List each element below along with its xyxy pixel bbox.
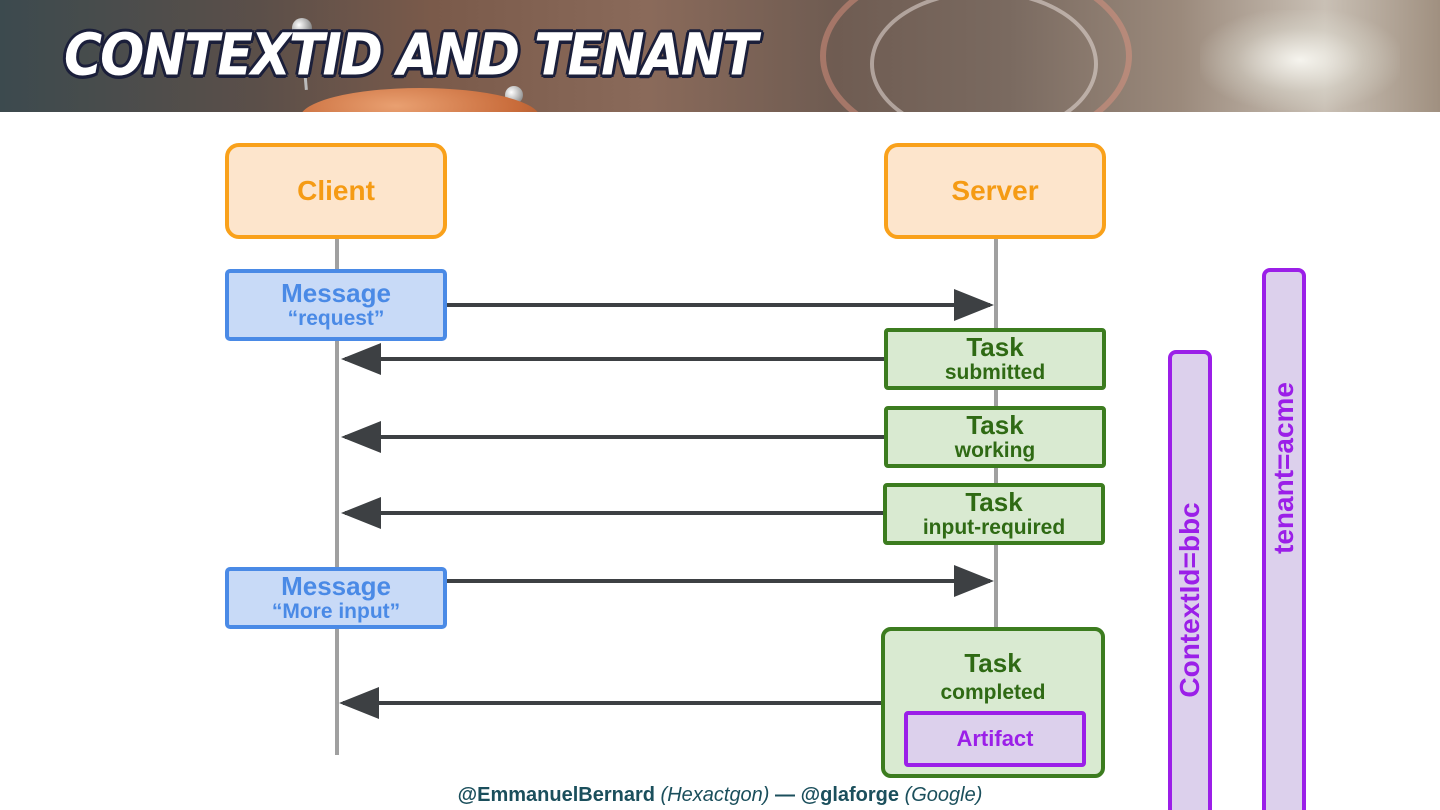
task-state: input-required bbox=[922, 516, 1066, 539]
task-completed: Task completed Artifact bbox=[881, 627, 1105, 778]
message-request: Message “request” bbox=[225, 269, 447, 341]
task-title: Task bbox=[966, 332, 1024, 362]
footer-author: @glaforge bbox=[800, 784, 899, 806]
task-input-required: Task input-required bbox=[883, 483, 1105, 545]
task-title: Task bbox=[964, 648, 1022, 678]
server-label: Server bbox=[951, 175, 1039, 206]
server-participant: Server bbox=[884, 143, 1106, 239]
task-working: Task working bbox=[884, 406, 1106, 468]
header-cable bbox=[820, 0, 1132, 112]
message-body: “request” bbox=[287, 307, 385, 330]
slide-title: ContextId and Tenant bbox=[64, 22, 758, 90]
context-scope-label: ContextId=bbc bbox=[1174, 502, 1205, 698]
task-state: completed bbox=[940, 681, 1046, 704]
footer-org: (Hexactgon) bbox=[660, 784, 770, 806]
client-participant: Client bbox=[225, 143, 447, 239]
header-window-light bbox=[1200, 10, 1400, 110]
task-state: submitted bbox=[944, 361, 1046, 384]
footer-author: @EmmanuelBernard bbox=[457, 784, 655, 806]
task-title: Task bbox=[966, 410, 1024, 440]
artifact-box: Artifact bbox=[904, 711, 1086, 767]
footer-org: (Google) bbox=[904, 784, 983, 806]
tenant-scope-bar: tenant=acme bbox=[1262, 268, 1306, 810]
message-title: Message bbox=[281, 571, 391, 601]
task-state: working bbox=[954, 439, 1036, 462]
footer-separator: — bbox=[775, 784, 796, 806]
header-cable bbox=[870, 0, 1098, 112]
client-label: Client bbox=[297, 175, 375, 206]
message-title: Message bbox=[281, 278, 391, 308]
tenant-scope-label: tenant=acme bbox=[1268, 382, 1299, 554]
message-body: “More input” bbox=[271, 600, 401, 623]
task-title: Task bbox=[965, 487, 1023, 517]
footer-credits: @EmmanuelBernard (Hexactgon) — @glaforge… bbox=[0, 784, 1440, 807]
header-banner: ContextId and Tenant bbox=[0, 0, 1440, 112]
context-scope-bar: ContextId=bbc bbox=[1168, 350, 1212, 810]
message-more-input: Message “More input” bbox=[225, 567, 447, 629]
robot-antenna-knob bbox=[292, 18, 312, 38]
task-submitted: Task submitted bbox=[884, 328, 1106, 390]
